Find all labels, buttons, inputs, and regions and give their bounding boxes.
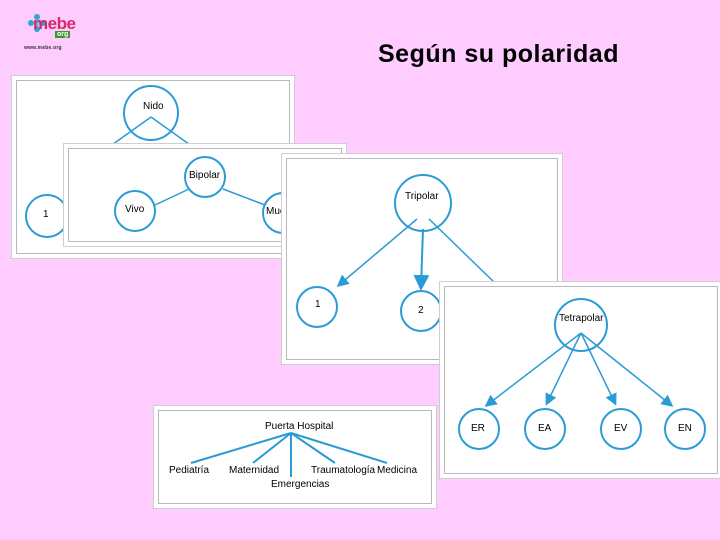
label-en: EN xyxy=(678,423,692,434)
label-vivo: Vivo xyxy=(125,204,145,215)
label-ea: EA xyxy=(538,423,552,434)
label-emergencias: Emergencias xyxy=(271,479,330,490)
page-title: Según su polaridad xyxy=(378,40,619,68)
edge-nido-right xyxy=(150,116,194,148)
edge-tetra-ea xyxy=(545,332,582,406)
node-tetrapolar xyxy=(554,298,608,352)
edge-hosp-medicina xyxy=(290,432,388,464)
edge-tetra-ev xyxy=(580,332,617,406)
edge-tripolar-3 xyxy=(428,218,498,286)
node-nido xyxy=(123,85,179,141)
label-pediatria: Pediatría xyxy=(169,465,210,476)
diagram-tetrapolar: Tetrapolar ER EA EV EN xyxy=(444,286,718,474)
flower-icon xyxy=(28,14,46,32)
node-tripolar-1 xyxy=(296,286,338,328)
node-vivo xyxy=(114,190,156,232)
logo-org-badge: org xyxy=(55,31,71,38)
node-en xyxy=(664,408,706,450)
label-puerta-hospital: Puerta Hospital xyxy=(265,421,334,432)
node-tripolar xyxy=(394,174,452,232)
node-bipolar xyxy=(184,156,226,198)
edge-tripolar-2 xyxy=(413,228,430,291)
label-nido: Nido xyxy=(143,101,164,112)
edge-tetra-er xyxy=(484,332,582,407)
logo-url: www.mebe.org xyxy=(24,45,62,51)
node-tripolar-2 xyxy=(400,290,442,332)
edge-tetra-en xyxy=(580,332,674,407)
label-medicina: Medicina xyxy=(377,465,418,476)
edge-hosp-maternidad xyxy=(252,432,292,464)
label-tripolar-2: 2 xyxy=(418,305,424,316)
edge-nido-left xyxy=(108,116,152,148)
node-ev xyxy=(600,408,642,450)
label-nido-child: 1 xyxy=(43,209,49,220)
edge-tripolar-1 xyxy=(336,218,418,287)
edge-bipolar-left xyxy=(154,188,190,206)
label-tetrapolar: Tetrapolar xyxy=(559,313,604,324)
node-er xyxy=(458,408,500,450)
label-tripolar-1: 1 xyxy=(315,299,321,310)
diagram-hospital: Puerta Hospital Pediatría Maternidad Eme… xyxy=(158,410,432,504)
mebe-logo xyxy=(20,10,80,54)
node-ea xyxy=(524,408,566,450)
label-tripolar: Tripolar xyxy=(405,191,439,202)
label-ev: EV xyxy=(614,423,628,434)
label-traumatologia: Traumatología xyxy=(311,465,376,476)
edge-hosp-pediatria xyxy=(190,432,292,464)
label-maternidad: Maternidad xyxy=(229,465,280,476)
logo-wordmark: mebe xyxy=(33,14,76,33)
label-er: ER xyxy=(471,423,485,434)
label-muerto: Mue xyxy=(266,206,286,217)
edge-bipolar-right xyxy=(222,188,266,206)
edge-hosp-trauma xyxy=(290,432,336,464)
label-bipolar: Bipolar xyxy=(189,170,221,181)
